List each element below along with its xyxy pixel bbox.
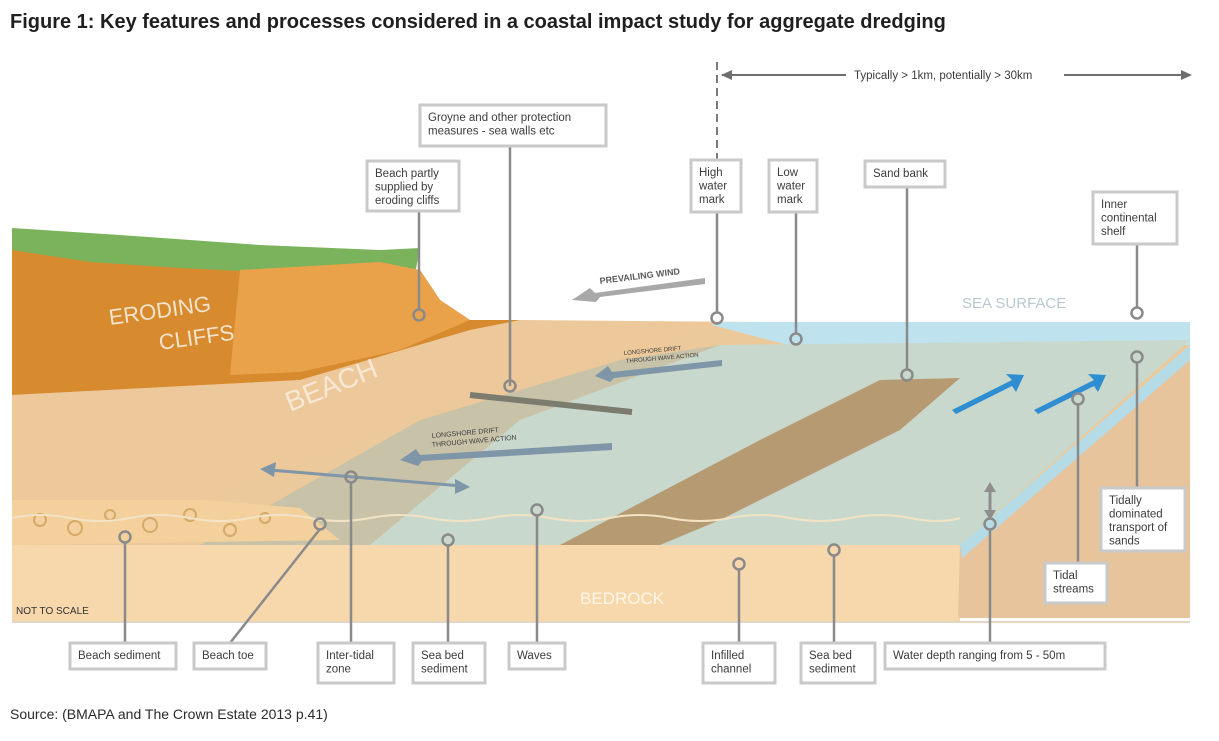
callout-text: channel	[711, 664, 751, 676]
callout-text: sands	[1109, 536, 1140, 548]
callout-text: eroding cliffs	[375, 195, 440, 207]
callout-seabed2: Sea bed sediment	[799, 543, 877, 685]
callout-text: Low	[777, 167, 799, 179]
callout-beach-sediment: Beach sediment	[68, 530, 178, 671]
shoreline-wave	[11, 514, 961, 522]
callout-text: Beach toe	[202, 650, 254, 662]
callout-text: water	[776, 181, 805, 193]
callout-text: mark	[777, 194, 803, 206]
callout-text: Tidally	[1109, 495, 1142, 507]
groyne-structure	[469, 392, 633, 415]
callout-sand-bank: Sand bank	[863, 159, 947, 382]
callout-text: Inter-tidal	[326, 650, 374, 662]
callout-text: measures - sea walls etc	[428, 126, 555, 138]
callout-groyne: Groyne and other protection measures - se…	[418, 103, 608, 393]
callout-text: streams	[1053, 584, 1094, 596]
bedrock-label: BEDROCK	[580, 589, 665, 608]
callout-text: Groyne and other protection	[428, 112, 571, 124]
lower-drift-arrow	[400, 443, 612, 466]
prevailing-wind-arrow	[572, 278, 705, 302]
callout-text: Water depth ranging from 5 - 50m	[893, 650, 1065, 662]
callout-text: continental	[1101, 213, 1157, 225]
tidal-stream-arrow-2	[1034, 374, 1106, 414]
callout-text: Waves	[517, 650, 552, 662]
not-to-scale-label: NOT TO SCALE	[16, 606, 89, 617]
sea-surface-label: SEA SURFACE	[962, 295, 1066, 312]
callout-text: transport of	[1109, 522, 1168, 534]
callout-text: Tidal	[1053, 570, 1078, 582]
callout-waves: Waves	[507, 503, 567, 671]
callout-text: shelf	[1101, 226, 1126, 238]
source-caption: Source: (BMAPA and The Crown Estate 2013…	[10, 706, 328, 722]
beach-area	[12, 322, 720, 500]
callout-text: mark	[699, 194, 725, 206]
callout-text: Sea bed	[421, 650, 464, 662]
callout-text: Beach partly	[375, 168, 439, 180]
callout-text: sediment	[421, 664, 468, 676]
callout-depth: Water depth ranging from 5 - 50m	[883, 517, 1107, 671]
callout-text: Sand bank	[873, 168, 928, 180]
tidal-stream-arrow-1	[952, 374, 1024, 414]
callout-infilled: Infilled channel	[701, 557, 777, 685]
range-text: Typically > 1km, potentially > 30km	[854, 70, 1032, 82]
intertidal-arrow	[269, 468, 463, 488]
callout-text: Inner	[1101, 199, 1127, 211]
intertidal-zone	[200, 345, 720, 545]
callout-tidal-streams: Tidal streams	[1043, 392, 1109, 605]
callout-intertidal: Inter-tidal zone	[316, 470, 396, 685]
figure-title: Figure 1: Key features and processes con…	[10, 11, 946, 33]
beach-sediment-zone	[12, 495, 340, 545]
callout-text: Sea bed	[809, 650, 852, 662]
upper-drift-arrow	[595, 360, 722, 382]
callout-text: zone	[326, 664, 351, 676]
callout-text: supplied by	[375, 182, 433, 194]
callout-text: High	[699, 167, 723, 179]
callout-beach-toe: Beach toe	[192, 517, 327, 671]
callout-text: water	[698, 181, 727, 193]
sand-bank-shape	[560, 378, 960, 545]
callout-text: Infilled	[711, 650, 744, 662]
callout-text: sediment	[809, 664, 856, 676]
drift-upper-line1: LONGSHORE DRIFT	[624, 346, 682, 357]
cliff-face-light	[230, 262, 470, 375]
callout-text: dominated	[1109, 509, 1163, 521]
callout-text: Beach sediment	[78, 650, 161, 662]
callouts: Groyne and other protection measures - se…	[68, 103, 1187, 685]
callout-seabed1: Sea bed sediment	[411, 533, 487, 685]
shelf-side-water	[960, 345, 1190, 558]
